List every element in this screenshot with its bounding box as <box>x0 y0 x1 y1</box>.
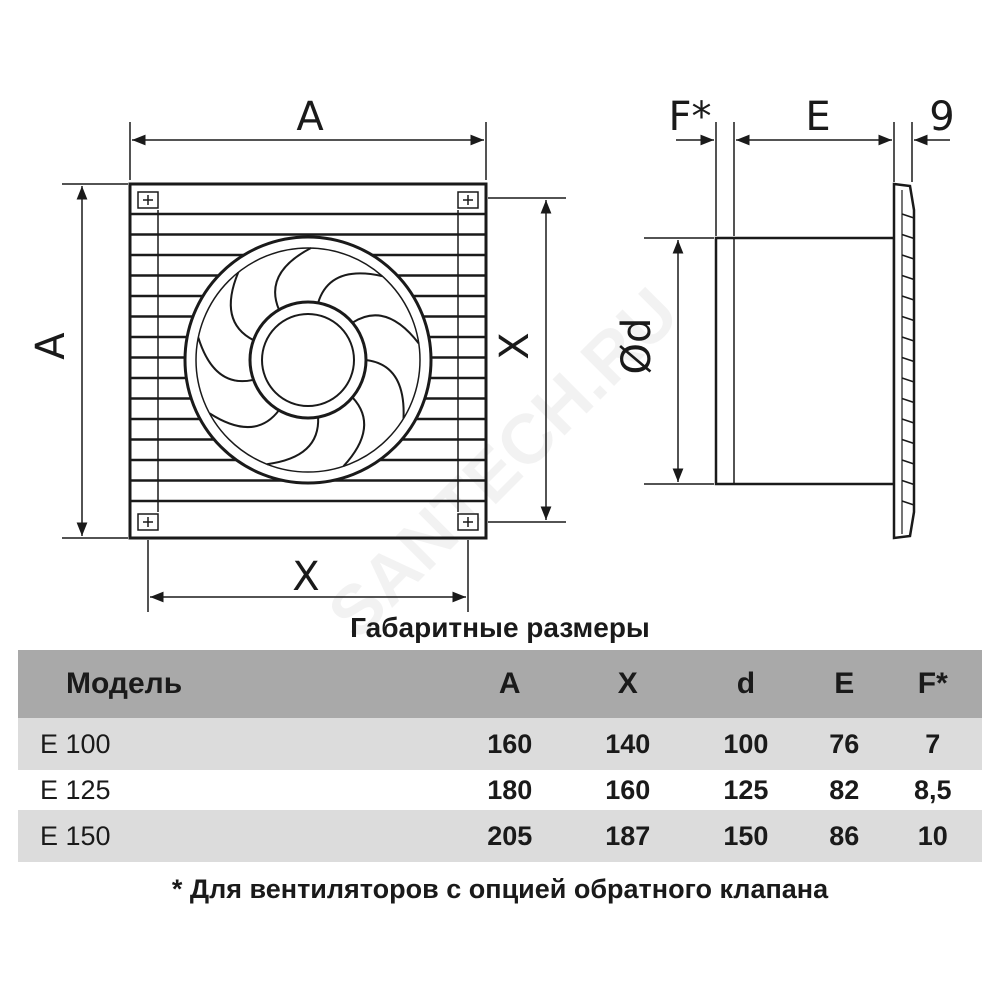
dim-d: Ød <box>614 318 660 375</box>
side-slat-tick <box>901 213 915 219</box>
cell: 180 <box>487 774 533 805</box>
fan-blade <box>317 272 383 304</box>
front-view <box>128 182 488 540</box>
col-header-d: d <box>686 650 805 718</box>
cell: 86 <box>829 820 860 851</box>
col-header-x: X <box>568 650 687 718</box>
cell: 100 <box>723 728 769 759</box>
side-view <box>714 182 916 540</box>
side-slat-tick <box>901 336 915 342</box>
col-header-a: A <box>450 650 569 718</box>
side-slat-tick <box>901 233 915 240</box>
side-slat-tick <box>901 397 915 404</box>
cell: 7 <box>925 728 941 759</box>
dim-x-right: X <box>492 332 538 359</box>
table-title: Габаритные размеры <box>350 612 650 643</box>
cell: 160 <box>605 774 651 805</box>
fan-hub <box>248 300 368 420</box>
footnote: * Для вентиляторов с опцией обратного кл… <box>171 874 829 904</box>
side-dimensions <box>644 122 950 485</box>
side-slat-tick <box>901 356 915 363</box>
front-panel <box>128 182 488 540</box>
cell: 187 <box>605 820 651 851</box>
dim-a-top: A <box>296 94 324 140</box>
cell: 150 <box>723 820 769 851</box>
table-row: E 150 205 187 150 86 10 <box>18 810 982 862</box>
side-slat-tick <box>901 377 915 383</box>
side-slat-tick <box>901 254 915 260</box>
side-slat-tick <box>901 438 915 445</box>
front-dimensions <box>62 122 566 612</box>
cell: 76 <box>829 728 860 759</box>
side-slat-tick <box>901 500 915 506</box>
cell: 160 <box>487 728 533 759</box>
fan-blades <box>197 247 420 467</box>
dim-nine: 9 <box>929 94 954 140</box>
cell: 140 <box>605 728 651 759</box>
cell: 205 <box>487 820 533 851</box>
side-slat-tick <box>901 479 915 486</box>
col-header-e: E <box>804 650 884 718</box>
table-header-row: Модель A X d E F* <box>18 650 982 718</box>
fan-blade <box>351 314 420 345</box>
dim-e: E <box>805 94 830 140</box>
side-slat-tick <box>901 418 915 424</box>
cell: 125 <box>723 774 769 805</box>
technical-drawing: SANTECH.RU <box>28 94 955 640</box>
cell: E 125 <box>40 774 111 805</box>
cell: E 150 <box>40 820 111 851</box>
fan-blade <box>197 337 254 383</box>
side-slat-tick <box>901 274 915 281</box>
dim-a-left: A <box>28 332 74 360</box>
cell: 10 <box>917 820 948 851</box>
table-row: E 100 160 140 100 76 7 <box>18 718 982 770</box>
fan-blade <box>365 359 405 419</box>
col-header-model: Модель <box>18 650 451 718</box>
cell: E 100 <box>40 728 111 759</box>
col-header-f: F* <box>883 650 982 718</box>
dimensions-table: Модель A X d E F* E 100 160 140 100 76 7… <box>18 650 982 862</box>
cell: 82 <box>829 774 860 805</box>
fan-blade <box>229 271 254 342</box>
table-row: E 125 180 160 125 82 8,5 <box>18 770 982 810</box>
fan-blade <box>342 396 366 467</box>
side-slat-tick <box>901 459 915 465</box>
fan-blade <box>266 417 320 466</box>
fan-blade <box>274 247 312 311</box>
dim-f: F* <box>668 94 711 140</box>
cell: 8,5 <box>914 774 952 805</box>
side-slat-tick <box>901 315 915 322</box>
fan-blade <box>209 409 280 429</box>
dim-x-bottom: X <box>292 554 319 600</box>
side-slat-tick <box>901 295 915 301</box>
